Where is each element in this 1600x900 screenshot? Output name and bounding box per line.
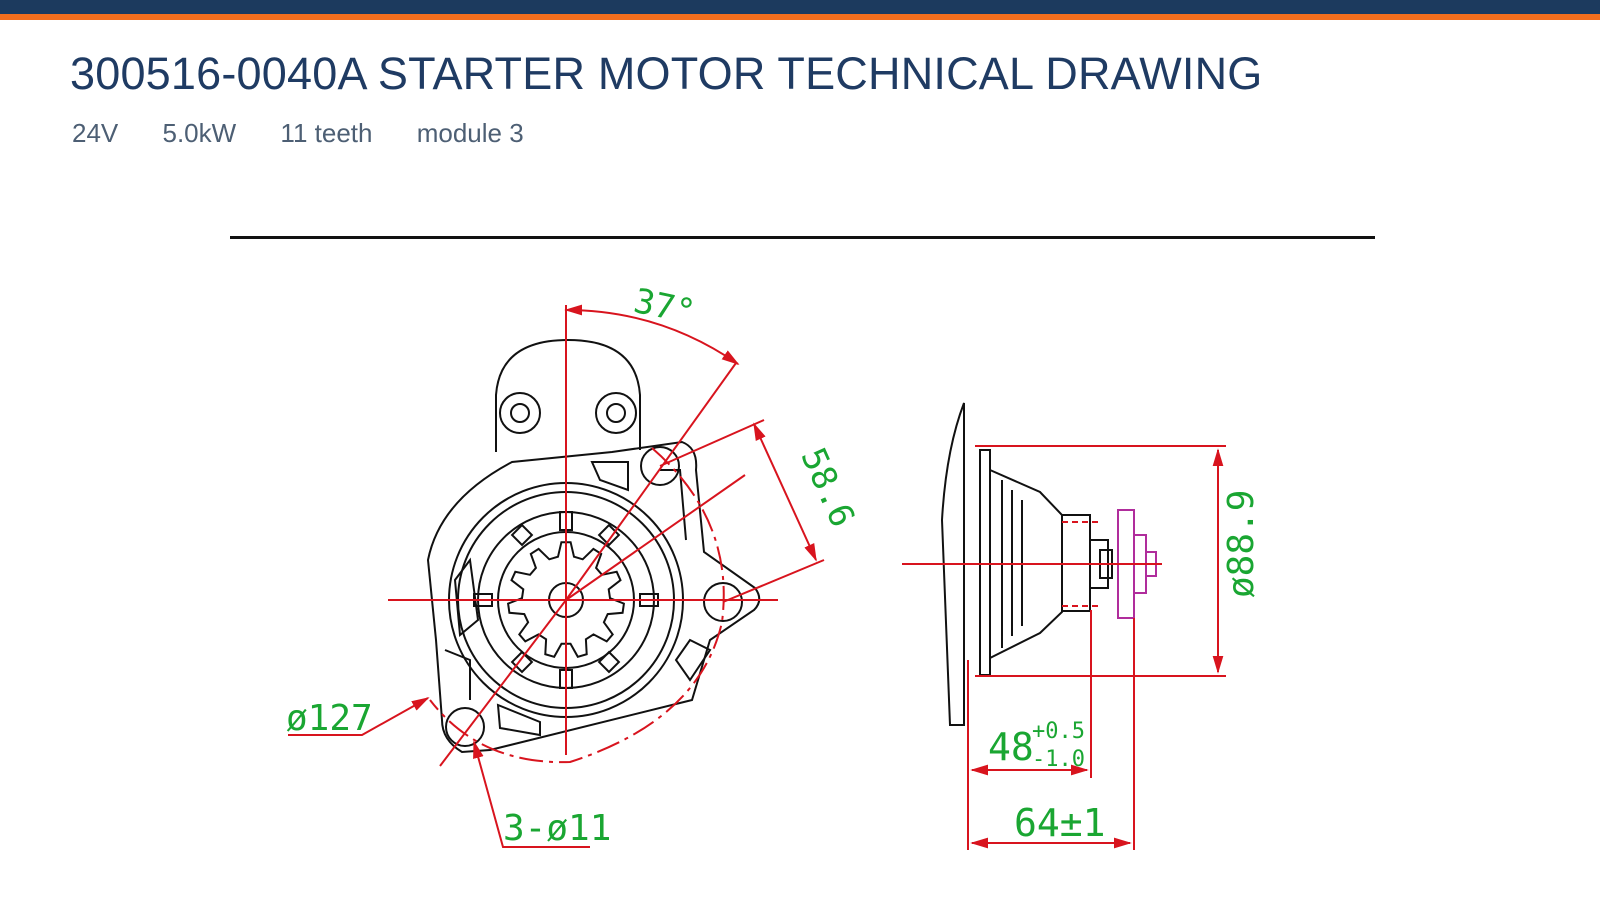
angle-dimension bbox=[564, 304, 740, 366]
pinion-depth-tol-upper: +0.5 bbox=[1032, 719, 1085, 744]
spec-list: 24V 5.0kW 11 teeth module 3 bbox=[72, 118, 561, 149]
overall-depth-label: 64±1 bbox=[1014, 801, 1106, 845]
front-view bbox=[426, 338, 761, 754]
pinion-depth-label: 48 bbox=[988, 725, 1034, 769]
pinion-gear bbox=[506, 541, 626, 658]
spec-teeth: 11 teeth bbox=[280, 118, 373, 148]
pilot-diameter-label: ø88.9 bbox=[1221, 490, 1262, 598]
divider-line bbox=[230, 236, 1375, 239]
front-view-centerlines bbox=[388, 305, 778, 767]
accent-bar bbox=[0, 14, 1600, 20]
mount-holes-leader bbox=[473, 740, 590, 848]
top-bar bbox=[0, 0, 1600, 14]
spec-power: 5.0kW bbox=[162, 118, 237, 148]
angle-dimension-label: 37° bbox=[630, 281, 698, 333]
flange-diameter-label: ø127 bbox=[286, 698, 373, 739]
page-title: 300516-0040A STARTER MOTOR TECHNICAL DRA… bbox=[70, 48, 1263, 99]
spec-voltage: 24V bbox=[72, 118, 119, 148]
flange-diameter-leader bbox=[288, 697, 430, 736]
hole-distance-dimension bbox=[659, 419, 825, 603]
mount-holes-label: 3-ø11 bbox=[503, 808, 611, 849]
side-view-dimensions bbox=[902, 445, 1226, 850]
spec-module: module 3 bbox=[416, 118, 524, 148]
hole-distance-label: 58.6 bbox=[793, 442, 863, 533]
pinion-depth-tol-lower: -1.0 bbox=[1032, 747, 1085, 772]
